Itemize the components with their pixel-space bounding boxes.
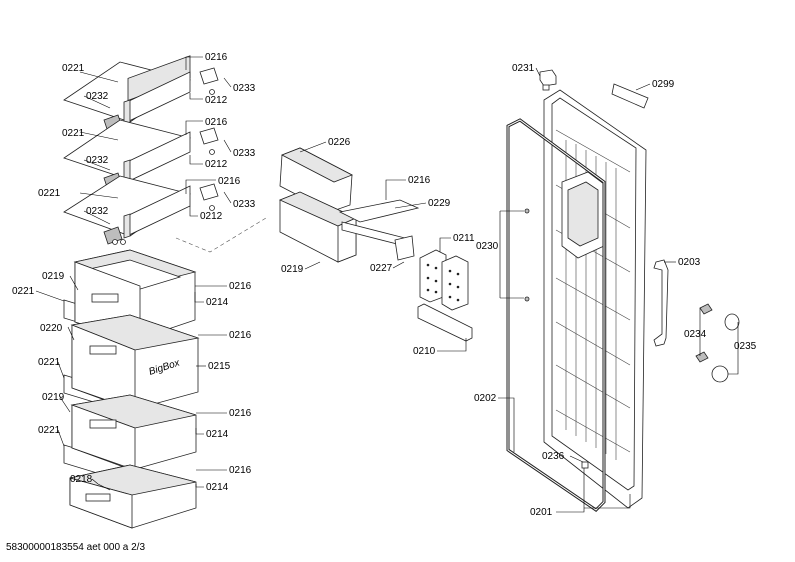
callout-0216: 0216 xyxy=(229,281,252,292)
assembly-guide-line xyxy=(175,217,267,253)
callout-0216: 0216 xyxy=(229,465,252,476)
callout-0214: 0214 xyxy=(206,429,229,440)
glass-shelf-3 xyxy=(63,175,219,245)
callout-0226: 0226 xyxy=(328,137,351,148)
callout-0299: 0299 xyxy=(652,79,675,90)
callout-0212: 0212 xyxy=(205,159,228,170)
callout-0211: 0211 xyxy=(453,233,475,244)
callout-0216: 0216 xyxy=(205,52,228,63)
callout-0220: 0220 xyxy=(40,323,63,334)
callout-0233: 0233 xyxy=(233,83,256,94)
callout-0233: 0233 xyxy=(233,148,256,159)
callout-0216: 0216 xyxy=(218,176,241,187)
callout-0236: 0236 xyxy=(542,451,565,462)
ice-tray-assembly xyxy=(278,147,420,263)
callout-0216: 0216 xyxy=(229,330,252,341)
document-footer: 58300000183554 aet 000 a 2/3 xyxy=(6,542,146,553)
door-assembly xyxy=(506,69,740,512)
callout-0218: 0218 xyxy=(70,474,93,485)
callout-0202: 0202 xyxy=(474,393,497,404)
callout-0212: 0212 xyxy=(200,211,223,222)
callout-0231: 0231 xyxy=(512,63,535,74)
callout-0235: 0235 xyxy=(734,341,757,352)
callout-0219: 0219 xyxy=(281,264,304,275)
callout-0221: 0221 xyxy=(38,188,61,199)
callout-0216: 0216 xyxy=(229,408,252,419)
leader-lines xyxy=(35,56,739,513)
callout-0232: 0232 xyxy=(86,206,109,217)
callout-0201: 0201 xyxy=(530,507,553,518)
callout-0227: 0227 xyxy=(370,263,393,274)
callout-0219: 0219 xyxy=(42,392,65,403)
freezer-drawer-bigbox: BigBox xyxy=(63,314,200,414)
callout-0232: 0232 xyxy=(86,91,109,102)
callout-0212: 0212 xyxy=(205,95,228,106)
callout-0221: 0221 xyxy=(38,357,61,368)
freezer-drawer-4 xyxy=(69,464,197,529)
callout-0214: 0214 xyxy=(206,297,229,308)
callout-0221: 0221 xyxy=(62,128,85,139)
callout-0221: 0221 xyxy=(12,286,35,297)
callout-0219: 0219 xyxy=(42,271,65,282)
callout-0230: 0230 xyxy=(476,241,499,252)
callout-0234: 0234 xyxy=(684,329,707,340)
callout-0214: 0214 xyxy=(206,482,229,493)
callout-0221: 0221 xyxy=(62,63,85,74)
callout-0233: 0233 xyxy=(233,199,256,210)
callout-0229: 0229 xyxy=(428,198,451,209)
cold-accumulators xyxy=(417,249,473,342)
callout-0215: 0215 xyxy=(208,361,231,372)
callout-0216: 0216 xyxy=(408,175,431,186)
callout-0210: 0210 xyxy=(413,346,436,357)
callout-0216: 0216 xyxy=(205,117,228,128)
callout-0232: 0232 xyxy=(86,155,109,166)
callout-0221: 0221 xyxy=(38,425,61,436)
callout-0203: 0203 xyxy=(678,257,701,268)
